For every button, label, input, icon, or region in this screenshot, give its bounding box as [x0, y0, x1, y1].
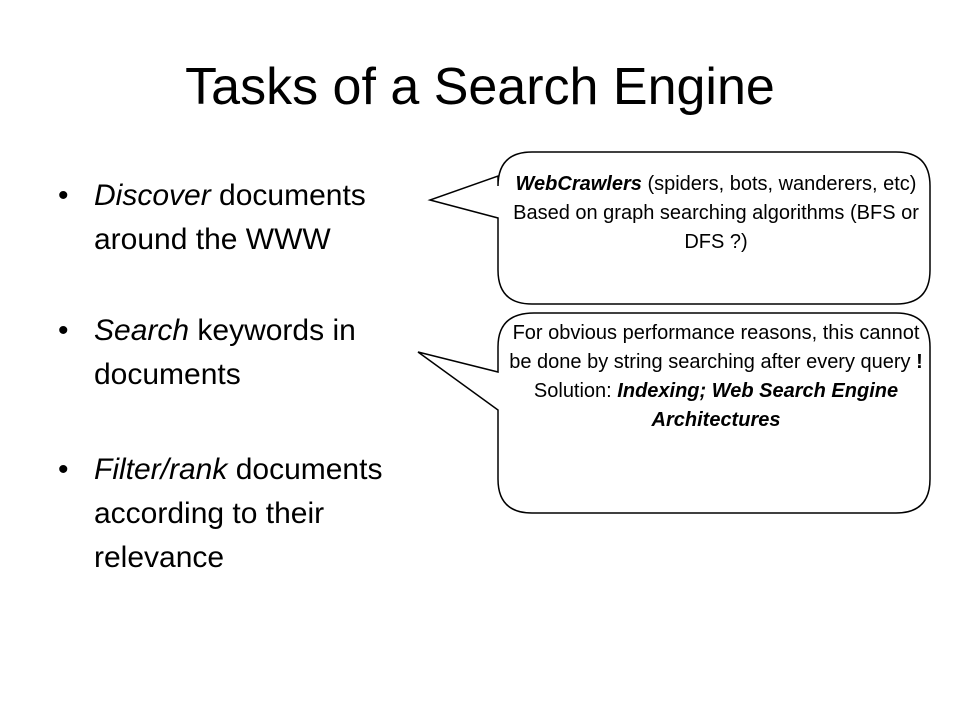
callout-webcrawlers-text: WebCrawlers (spiders, bots, wanderers, e… [506, 170, 926, 257]
exclamation: ! [910, 351, 923, 373]
callout-webcrawlers-bubble [427, 151, 931, 305]
performance-note: For obvious performance reasons, this ca… [509, 322, 920, 373]
bullet-emphasis: Filter/rank [94, 453, 228, 486]
slide-title: Tasks of a Search Engine [185, 58, 775, 116]
bullet-emphasis: Discover [94, 179, 211, 212]
bullet-marker: • [58, 179, 69, 212]
bullet-marker: • [58, 314, 69, 347]
bullet-search: • Search keywords in documents [58, 309, 438, 397]
bullet-discover: • Discover documents around the WWW [58, 174, 438, 262]
callout-indexing-text: For obvious performance reasons, this ca… [506, 319, 926, 435]
solution-term: Indexing; Web Search Engine Architecture… [617, 380, 899, 431]
bullet-filter-rank: • Filter/rank documents according to the… [58, 448, 438, 580]
bullet-marker: • [58, 453, 69, 486]
callout-indexing-bubble [417, 312, 931, 514]
webcrawlers-term: WebCrawlers [515, 173, 642, 195]
bullet-text: documents around the WWW [94, 179, 366, 256]
bullet-text: documents according to their relevance [94, 453, 383, 574]
bullet-emphasis: Search [94, 314, 190, 347]
bullet-text: keywords in documents [94, 314, 356, 391]
graph-search-note: Based on graph searching algorithms (BFS… [513, 202, 919, 253]
webcrawlers-synonyms: (spiders, bots, wanderers, etc) [641, 173, 917, 195]
solution-prefix: Solution: [533, 380, 618, 402]
